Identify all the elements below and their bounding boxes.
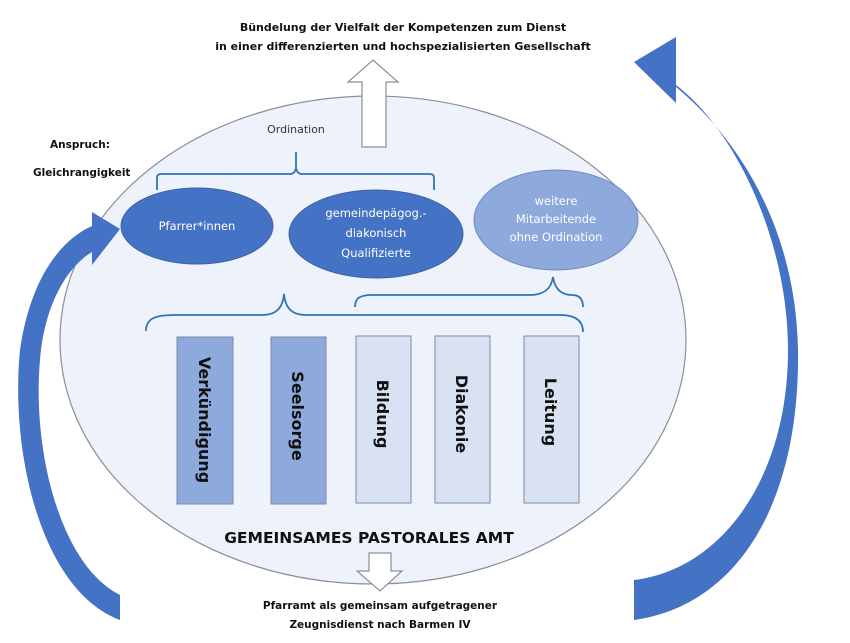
- top-caption-line2: in einer differenzierten und hochspezial…: [215, 40, 591, 53]
- group-label: Pfarrer*innen: [159, 219, 236, 233]
- group-label-line: gemeindepägog.-: [325, 206, 426, 220]
- up-arrow-icon: [346, 59, 400, 148]
- group-label-line: weitere: [535, 194, 578, 208]
- pillar-label: Bildung: [373, 380, 392, 449]
- main-title: GEMEINSAMES PASTORALES AMT: [224, 529, 514, 547]
- group-weitere: weitere Mitarbeitende ohne Ordination: [473, 169, 639, 271]
- claim-label: Anspruch:: [50, 139, 110, 151]
- group-qualifizierte: gemeindepägog.- diakonisch Qualifizierte: [288, 189, 464, 279]
- pillar-seelsorge: Seelsorge: [270, 336, 327, 505]
- top-caption-line1: Bündelung der Vielfalt der Kompetenzen z…: [240, 21, 566, 34]
- pillar-bildung: Bildung: [355, 335, 412, 504]
- group-label-line: Mitarbeitende: [516, 212, 596, 226]
- all-pillars-brace: [145, 293, 584, 333]
- group-label-line: diakonisch: [346, 226, 407, 240]
- pillar-leitung: Leitung: [523, 335, 580, 504]
- pillar-label: Seelsorge: [288, 371, 307, 461]
- pillar-label: Diakonie: [452, 375, 471, 454]
- group-label-line: Qualifizierte: [341, 246, 411, 260]
- bottom-caption-line1: Pfarramt als gemeinsam aufgetragener: [263, 600, 498, 612]
- group-pfarrer: Pfarrer*innen: [120, 187, 274, 265]
- down-arrow-icon: [355, 552, 404, 592]
- group-label-line: ohne Ordination: [510, 230, 603, 244]
- ordination-label: Ordination: [267, 123, 325, 136]
- pillar-diakonie: Diakonie: [434, 335, 491, 504]
- pillar-verkuendigung: Verkündigung: [176, 336, 234, 505]
- ordination-bracket: [156, 152, 435, 190]
- non-ordained-brace: [354, 276, 584, 308]
- pillar-label: Leitung: [541, 378, 560, 446]
- pillar-label: Verkündigung: [195, 357, 214, 483]
- claim-value: Gleichrangigkeit: [33, 167, 130, 179]
- bottom-caption-line2: Zeugnisdienst nach Barmen IV: [289, 619, 471, 631]
- left-curved-arrow-icon: [18, 212, 120, 620]
